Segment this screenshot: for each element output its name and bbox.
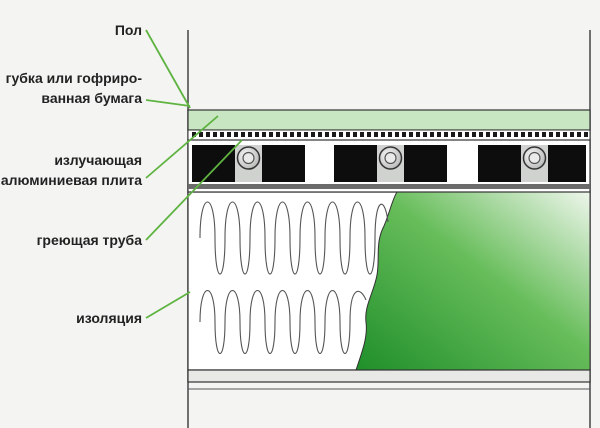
- corrugation-dot: [388, 132, 392, 137]
- corrugation-dot: [395, 132, 399, 137]
- corrugation-dot: [283, 132, 287, 137]
- leader-lines: [145, 29, 243, 319]
- plate-bottom-edge: [188, 184, 590, 189]
- corrugation-dot: [367, 132, 371, 137]
- corrugation-dot: [276, 132, 280, 137]
- leader-sponge: [145, 99, 191, 107]
- corrugation-dot: [402, 132, 406, 137]
- corrugation-dot: [465, 132, 469, 137]
- corrugation-dot: [493, 132, 497, 137]
- corrugation-dot: [360, 132, 364, 137]
- corrugation-dot: [325, 132, 329, 137]
- corrugation-dot: [437, 132, 441, 137]
- corrugation-dot: [416, 132, 420, 137]
- label-aluminium-plate: излучающая алюминиевая плита: [1, 150, 142, 190]
- corrugation-dot: [430, 132, 434, 137]
- heating-pipe: [521, 145, 548, 182]
- corrugation-dot: [199, 132, 203, 137]
- plate-segment: [192, 145, 586, 182]
- label-sponge-line2: ванная бумага: [41, 90, 142, 106]
- corrugation-dot: [514, 132, 518, 137]
- label-floor: Пол: [114, 22, 142, 38]
- corrugation-dot: [241, 132, 245, 137]
- base-layer: [187, 369, 591, 383]
- corrugation-dot: [262, 132, 266, 137]
- label-plate-line1: излучающая: [54, 152, 142, 168]
- corrugation-dot: [234, 132, 238, 137]
- corrugation-dot: [248, 132, 252, 137]
- label-heating-pipe: греющая труба: [36, 232, 142, 248]
- corrugation-dot: [353, 132, 357, 137]
- corrugation-dot: [556, 132, 560, 137]
- corrugation-dot: [584, 132, 588, 137]
- corrugation-dot: [381, 132, 385, 137]
- corrugation-dot: [297, 132, 301, 137]
- corrugation-dot: [290, 132, 294, 137]
- corrugation-dot: [451, 132, 455, 137]
- corrugation-dots: [192, 132, 588, 137]
- corrugation-dot: [563, 132, 567, 137]
- leader-pipe: [145, 139, 243, 241]
- insulation-green-fill: [355, 191, 591, 371]
- corrugation-dot: [374, 132, 378, 137]
- corrugation-dot: [507, 132, 511, 137]
- sponge-layer: [187, 109, 591, 131]
- corrugation-dot: [346, 132, 350, 137]
- corrugation-dot: [577, 132, 581, 137]
- corrugation-dot: [220, 132, 224, 137]
- corrugation-dot: [423, 132, 427, 137]
- corrugation-dot: [409, 132, 413, 137]
- corrugation-dot: [213, 132, 217, 137]
- corrugation-dot: [304, 132, 308, 137]
- corrugation-dot: [486, 132, 490, 137]
- corrugation-dot: [339, 132, 343, 137]
- corrugation-dot: [542, 132, 546, 137]
- corrugation-dot: [479, 132, 483, 137]
- corrugation-dot: [528, 132, 532, 137]
- corrugation-dot: [500, 132, 504, 137]
- corrugation-dot: [255, 132, 259, 137]
- heating-pipe: [377, 145, 404, 182]
- corrugation-dot: [318, 132, 322, 137]
- label-sponge-paper: губка или гофриро- ванная бумага: [6, 68, 142, 108]
- corrugation-dot: [570, 132, 574, 137]
- corrugation-dot: [227, 132, 231, 137]
- corrugation-dot: [311, 132, 315, 137]
- label-insulation: изоляция: [76, 310, 142, 326]
- corrugation-dot: [192, 132, 196, 137]
- corrugation-dot: [535, 132, 539, 137]
- label-plate-line2: алюминиевая плита: [0, 172, 142, 188]
- leader-insulation: [145, 291, 191, 319]
- insulation-wave-lower: [199, 289, 367, 355]
- leader-plate: [145, 115, 219, 179]
- corrugation-dot: [332, 132, 336, 137]
- corrugation-dot: [549, 132, 553, 137]
- insulation-wave-upper: [199, 201, 389, 275]
- corrugation-dot: [269, 132, 273, 137]
- corrugation-dot: [472, 132, 476, 137]
- leader-floor: [145, 29, 191, 109]
- heating-pipe: [235, 145, 262, 182]
- corrugation-dot: [458, 132, 462, 137]
- corrugation-dot: [444, 132, 448, 137]
- corrugation-dot: [206, 132, 210, 137]
- corrugation-dot: [521, 132, 525, 137]
- label-sponge-line1: губка или гофриро-: [5, 70, 142, 86]
